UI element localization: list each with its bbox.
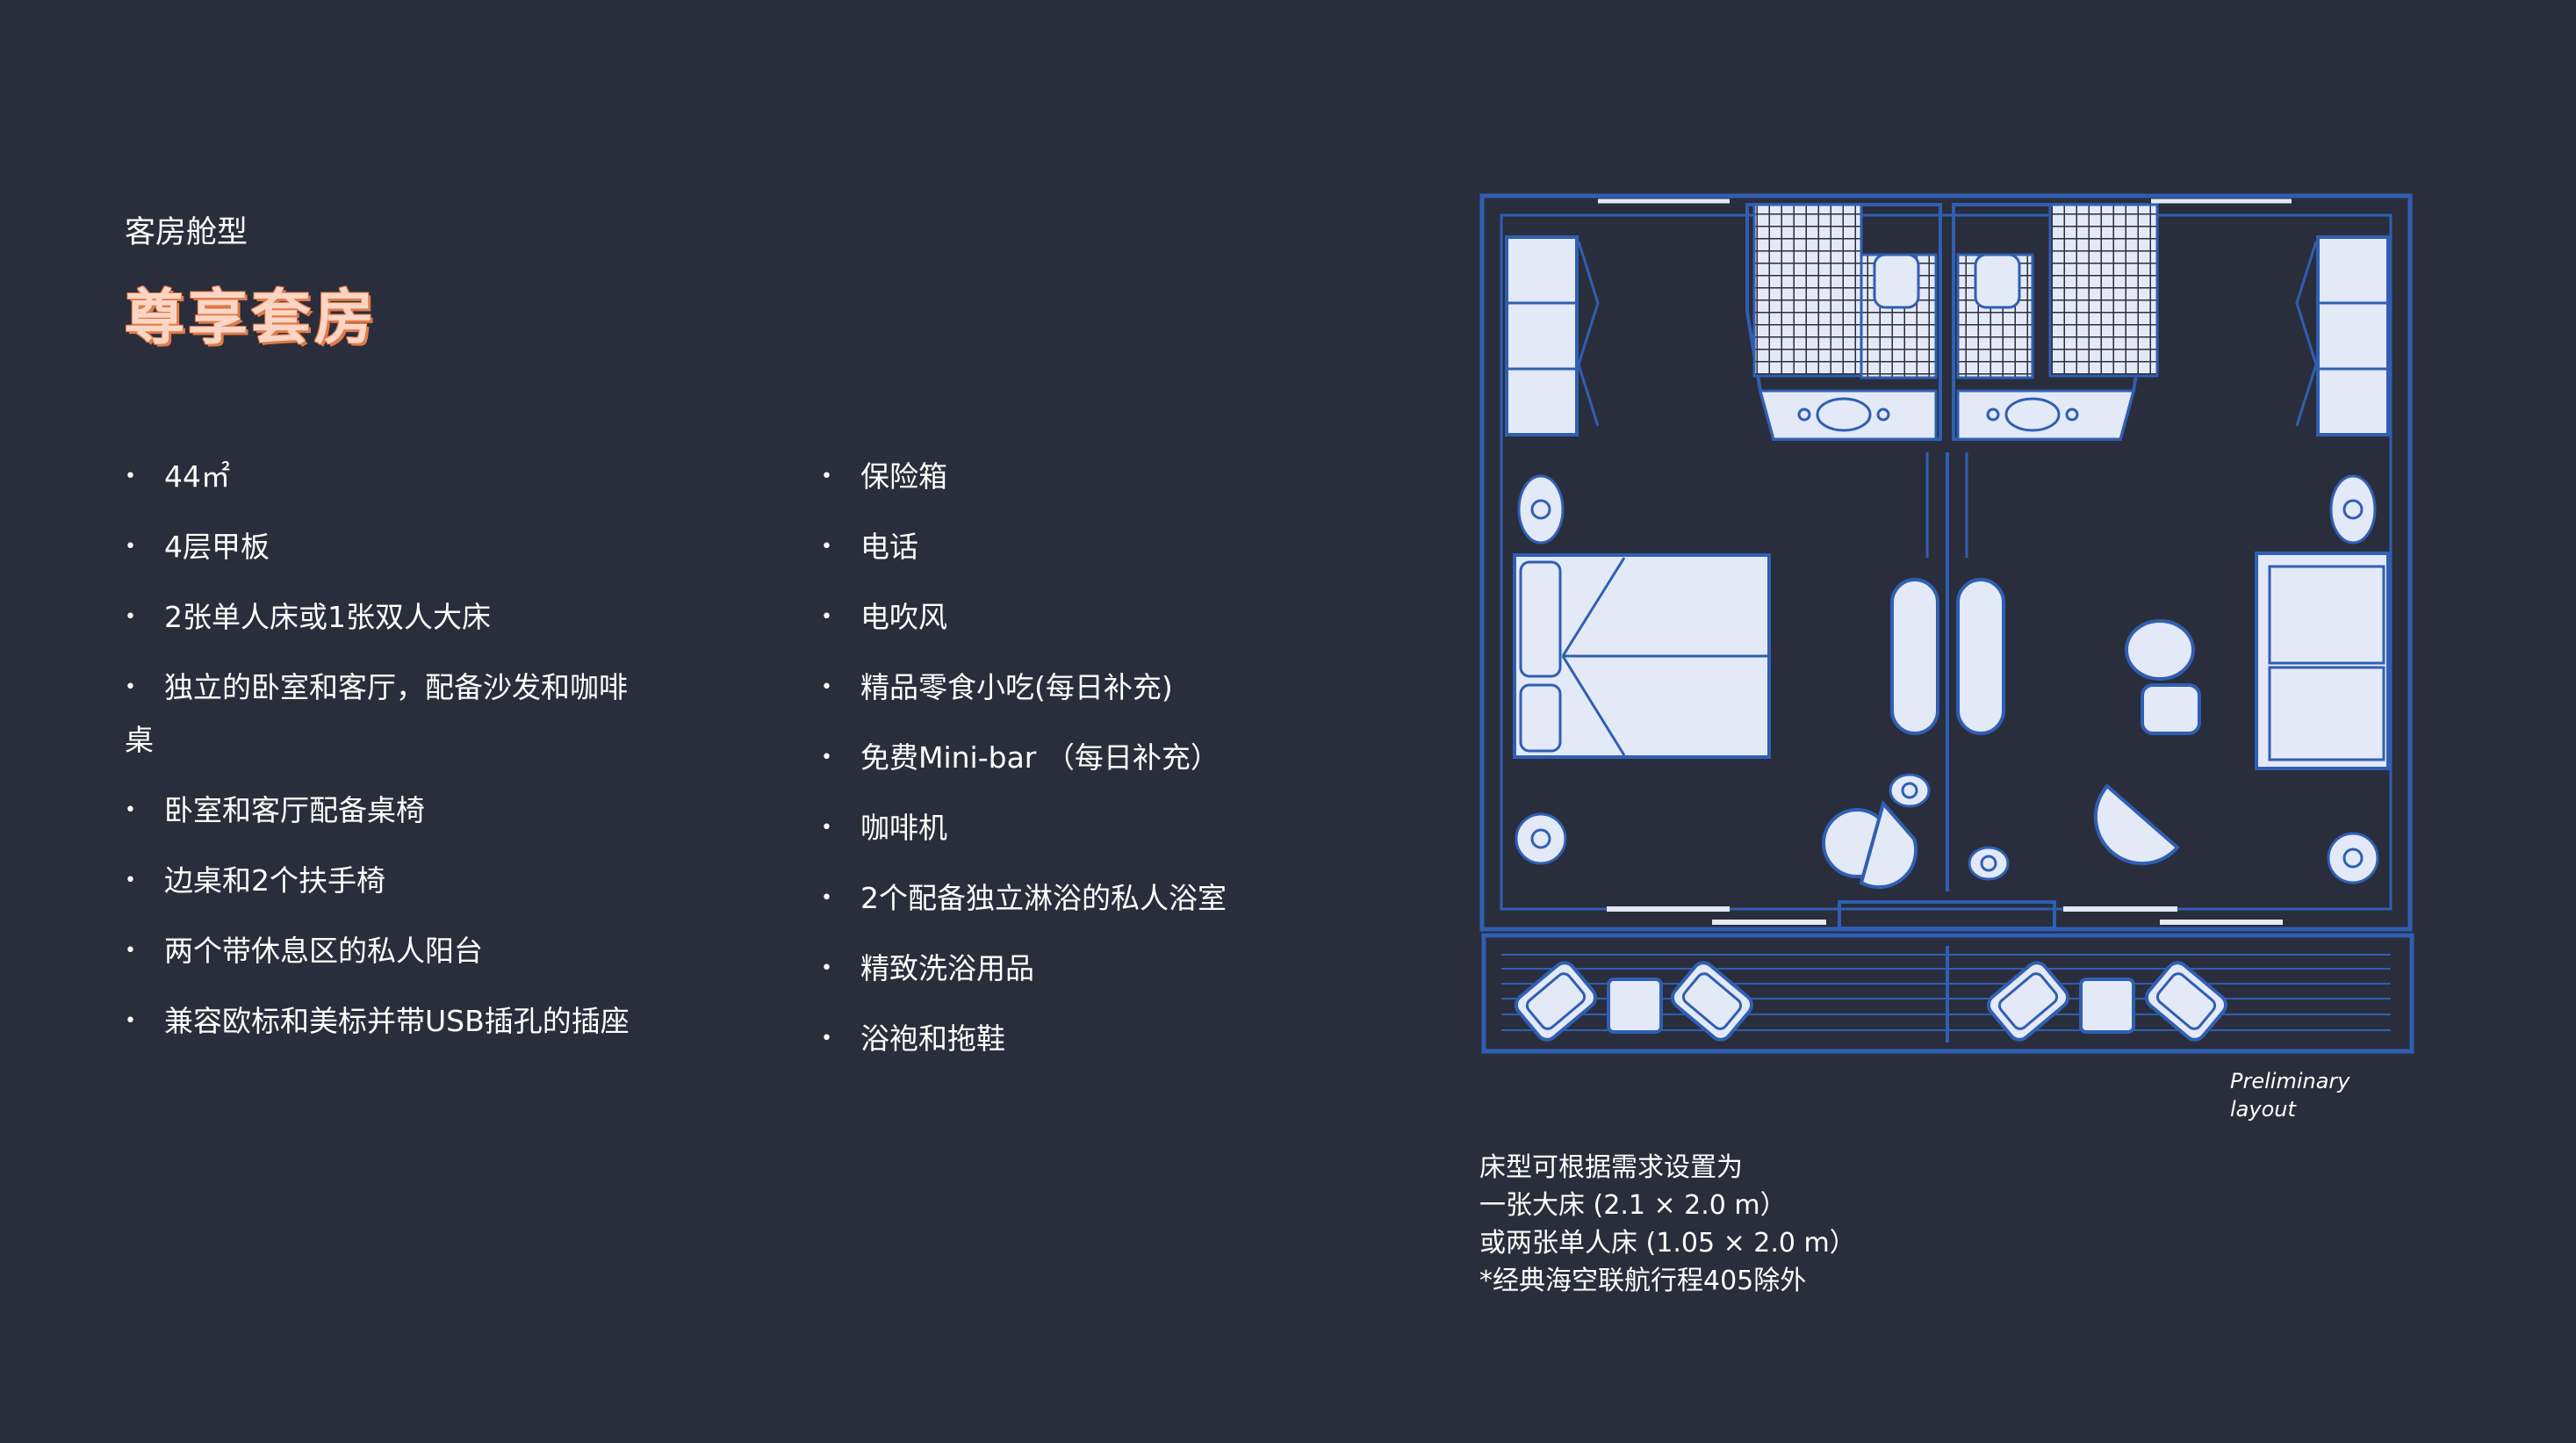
room-inner-outline: [1500, 213, 2393, 911]
note-line: 床型可根据需求设置为: [1479, 1152, 1743, 1183]
bed-notes: 床型可根据需求设置为 一张大床 (2.1 × 2.0 m） 或两张单人床 (1.…: [1479, 1149, 1856, 1300]
list-item: 精品零食小吃(每日补充): [821, 667, 1365, 708]
list-item: 保险箱: [821, 457, 1365, 497]
list-item-text: 免费Mini-bar （每日补充）: [860, 740, 1220, 775]
list-item-text: 卧室和客厅配备桌椅: [164, 793, 425, 827]
list-item: 44㎡: [125, 457, 669, 497]
page-title: 尊享套房: [125, 284, 378, 353]
list-item: 精致洗浴用品: [821, 949, 1365, 989]
list-item: 兼容欧标和美标并带USB插孔的插座: [125, 1001, 669, 1042]
list-item-text: 4层甲板: [164, 530, 270, 564]
note-line: *经典海空联航行程405除外: [1479, 1266, 1807, 1296]
balcony-outline: [1481, 933, 2414, 1054]
list-item: 浴袍和拖鞋: [821, 1019, 1365, 1059]
list-item-text: 浴袍和拖鞋: [860, 1021, 1005, 1056]
bathroom-right: [1952, 203, 2159, 441]
floorplan-caption-line1: Preliminary: [2230, 1069, 2350, 1093]
bathroom-left: [1745, 203, 1942, 441]
list-item: 电话: [821, 527, 1365, 567]
list-item: 电吹风: [821, 597, 1365, 638]
list-item-text: 电吹风: [860, 600, 947, 634]
list-item-text: 边桌和2个扶手椅: [164, 863, 385, 898]
bed: [1513, 553, 1771, 759]
floor-plan-diagram: [1479, 193, 2414, 1054]
list-item: 2张单人床或1张双人大床: [125, 597, 669, 638]
list-item-text: 保险箱: [860, 459, 947, 494]
feature-list-left: 44㎡ 4层甲板 2张单人床或1张双人大床 独立的卧室和客厅，配备沙发和咖啡桌 …: [125, 457, 669, 1071]
floorplan-caption-line2: layout: [2230, 1097, 2296, 1122]
feature-list-right: 保险箱 电话 电吹风 精品零食小吃(每日补充) 免费Mini-bar （每日补充…: [821, 457, 1365, 1089]
list-item-text: 44㎡: [164, 459, 230, 494]
list-item: 边桌和2个扶手椅: [125, 861, 669, 901]
list-item: 咖啡机: [821, 808, 1365, 848]
floorplan-caption: Preliminary layout: [2230, 1067, 2406, 1123]
wardrobe-right: [2316, 235, 2390, 437]
note-line: 一张大床 (2.1 × 2.0 m）: [1479, 1190, 1787, 1221]
list-item-text: 精致洗浴用品: [860, 951, 1034, 985]
list-item-text: 两个带休息区的私人阳台: [164, 934, 483, 968]
list-item-text: 2个配备独立淋浴的私人浴室: [860, 881, 1227, 915]
wardrobe-left: [1505, 235, 1579, 437]
list-item-text: 电话: [860, 530, 918, 564]
section-eyebrow: 客房舱型: [125, 215, 248, 250]
list-item-text: 2张单人床或1张双人大床: [164, 600, 491, 634]
note-line: 或两张单人床 (1.05 × 2.0 m）: [1479, 1228, 1856, 1259]
list-item-text: 咖啡机: [860, 811, 947, 845]
list-item-text: 独立的卧室和客厅，配备沙发和咖啡: [164, 670, 628, 704]
list-item-text: 兼容欧标和美标并带USB插孔的插座: [164, 1004, 630, 1038]
list-item: 2个配备独立淋浴的私人浴室: [821, 878, 1365, 919]
list-item: 4层甲板: [125, 527, 669, 567]
list-item: 免费Mini-bar （每日补充）: [821, 738, 1365, 778]
list-item-text-wrap: 桌: [125, 723, 154, 757]
list-item-text: 精品零食小吃(每日补充): [860, 670, 1173, 704]
list-item: 卧室和客厅配备桌椅: [125, 790, 669, 831]
sofa: [2255, 552, 2390, 770]
list-item: 两个带休息区的私人阳台: [125, 931, 669, 971]
